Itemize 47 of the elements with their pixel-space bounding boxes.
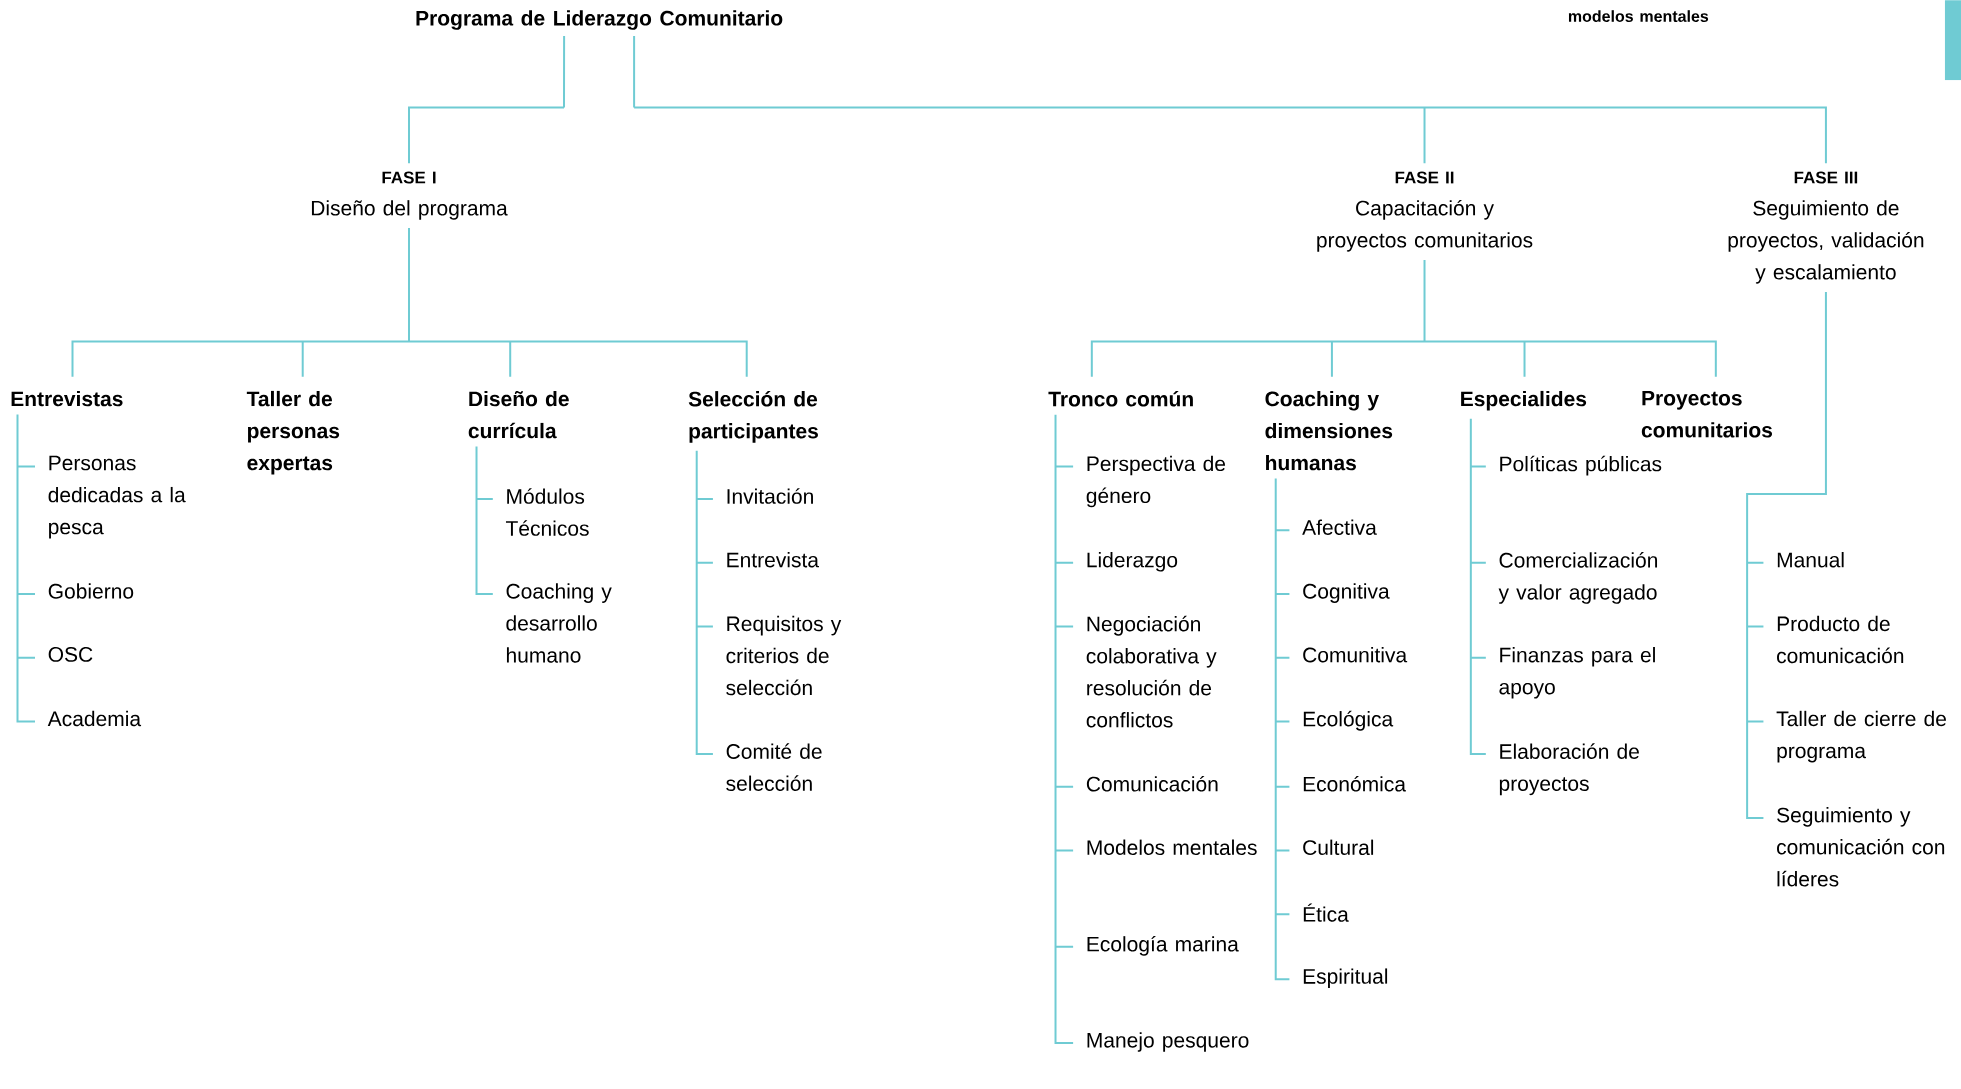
category-heading: Coaching y dimensiones humanas: [1265, 390, 1393, 471]
list-item: Manejo pesquero: [1087, 1032, 1249, 1052]
list-item: Negociación colaborativa y resolución de conflictos: [1086, 615, 1217, 728]
list-item: Políticas públicas: [1500, 455, 1662, 476]
list-item: Invitación: [727, 488, 813, 504]
category-heading: Tronco común: [1048, 390, 1193, 407]
list-item: Módulos Técnicos: [506, 488, 589, 536]
list-item: Cultural: [1303, 839, 1374, 856]
list-item: Económica: [1303, 775, 1406, 792]
list-item: Coaching y desarrollo humano: [506, 583, 612, 663]
list-item: Gobierno: [48, 583, 134, 599]
list-item: Afectiva: [1302, 519, 1377, 535]
list-item: Comité de selección: [726, 743, 822, 791]
phase-heading: FASE I Diseño del programa: [311, 171, 508, 220]
list-item: Requisitos y criterios de selección: [726, 615, 842, 696]
list-item: Comercialización y valor agregado: [1498, 552, 1657, 604]
diagram-title: Programa de Liderazgo Comunitario: [416, 10, 783, 30]
list-item: Seguimiento y comunicación con líderes: [1777, 807, 1945, 887]
list-item: Finanzas para el apoyo: [1499, 647, 1655, 699]
list-item: Ética: [1303, 903, 1349, 922]
category-heading: Diseño de currícula: [468, 390, 569, 439]
list-item: Comunitiva: [1303, 647, 1408, 663]
phase-heading: FASE III Seguimiento de proyectos, validación y escalamiento: [1728, 171, 1924, 284]
list-item: Academia: [47, 710, 142, 727]
list-item: Producto de comunicación: [1777, 615, 1904, 664]
list-item: OSC: [48, 647, 93, 662]
list-item: Cognitiva: [1303, 583, 1390, 603]
category-heading: Proyectos comunitarios: [1641, 390, 1773, 438]
list-item: Liderazgo: [1087, 552, 1178, 572]
category-heading: Especialides: [1461, 390, 1587, 411]
phase-heading: FASE II Capacitación y proyectos comunitarios: [1317, 171, 1533, 252]
category-heading: Taller de personas expertas: [246, 390, 340, 475]
category-heading: Selección de participantes: [688, 390, 818, 443]
list-item: Personas dedicadas a la pesca: [48, 455, 186, 539]
list-item: Manual: [1777, 552, 1844, 568]
section-label: modelos mentales: [1568, 10, 1709, 22]
list-item: Modelos mentales: [1087, 839, 1257, 856]
list-item: Ecológica: [1303, 710, 1394, 731]
list-item: Perspectiva de género: [1086, 455, 1226, 508]
list-item: Comunicación: [1086, 775, 1218, 792]
tab-marker: [1944, 0, 1961, 81]
list-item: Taller de cierre de programa: [1776, 710, 1946, 763]
list-item: Elaboración de proyectos: [1499, 743, 1639, 796]
category-heading: Entrevistas: [11, 390, 123, 407]
list-item: Espiritual: [1303, 968, 1388, 988]
list-item: Entrevista: [727, 552, 819, 568]
list-item: Ecología marina: [1087, 935, 1239, 956]
